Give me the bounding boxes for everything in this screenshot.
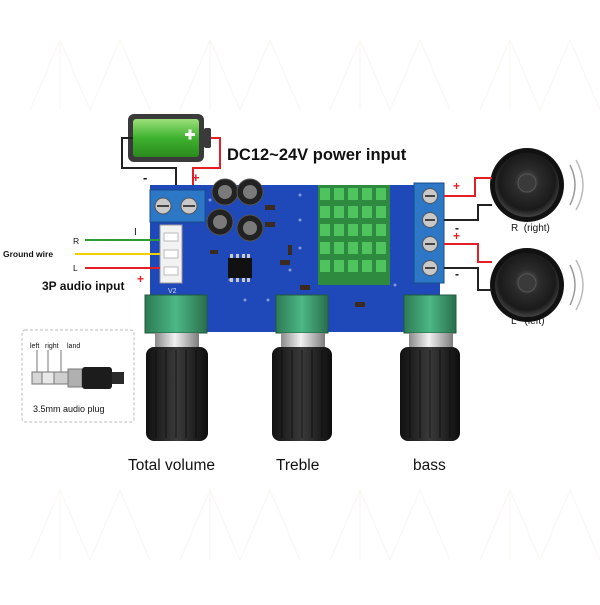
right-speaker-icon [490,148,584,222]
plug-caption: 3.5mm audio plug [33,404,105,414]
right-speaker-plus-sign: + [453,179,460,193]
power-input-title: DC12~24V power input [227,146,407,164]
audio-plug-inset [21,329,135,423]
left-channel-label: L [73,263,78,273]
right-speaker-label: R (right) [511,223,550,234]
left-speaker-negative-wire [444,267,492,291]
right-speaker-minus-sign: - [455,221,459,235]
bass-label: bass [413,457,446,474]
power-minus-sign: - [143,170,147,185]
op-amp-chip [228,254,252,282]
audio-input-title: 3P audio input [42,279,124,293]
right-channel-label: R [73,236,79,246]
treble-label: Treble [276,457,319,474]
ground-wire-label: Ground wire [3,249,53,259]
bass-knob [400,294,460,441]
pcb-pin-mark: I [134,227,137,238]
electrolytic-capacitors [206,178,264,242]
battery-icon [128,114,211,162]
plug-right-label: right [45,343,59,350]
speaker-terminal-block [413,182,445,284]
treble-knob [272,294,332,441]
total-volume-label: Total volume [128,457,215,474]
battery-positive-wire [192,137,221,196]
audio-input-plus-sign: + [137,272,144,286]
left-speaker-positive-wire [444,243,492,263]
left-speaker-minus-sign: - [455,267,459,281]
right-speaker-positive-wire [444,177,492,197]
pcb-version-mark: V2 [168,288,177,295]
left-speaker-label: L (left) [511,316,545,327]
plug-land-label: land [67,343,80,350]
left-speaker-plus-sign: + [453,229,460,243]
volume-knob [144,294,208,441]
audio-input-connector [159,224,183,284]
plug-left-label: left [30,343,39,350]
right-speaker-negative-wire [444,204,492,221]
watermark-pattern [29,38,600,562]
power-terminal-block [149,189,206,223]
power-plus-sign: + [192,170,200,185]
left-speaker-icon [490,248,584,322]
heatsink [318,185,390,285]
battery-negative-wire [121,137,177,196]
